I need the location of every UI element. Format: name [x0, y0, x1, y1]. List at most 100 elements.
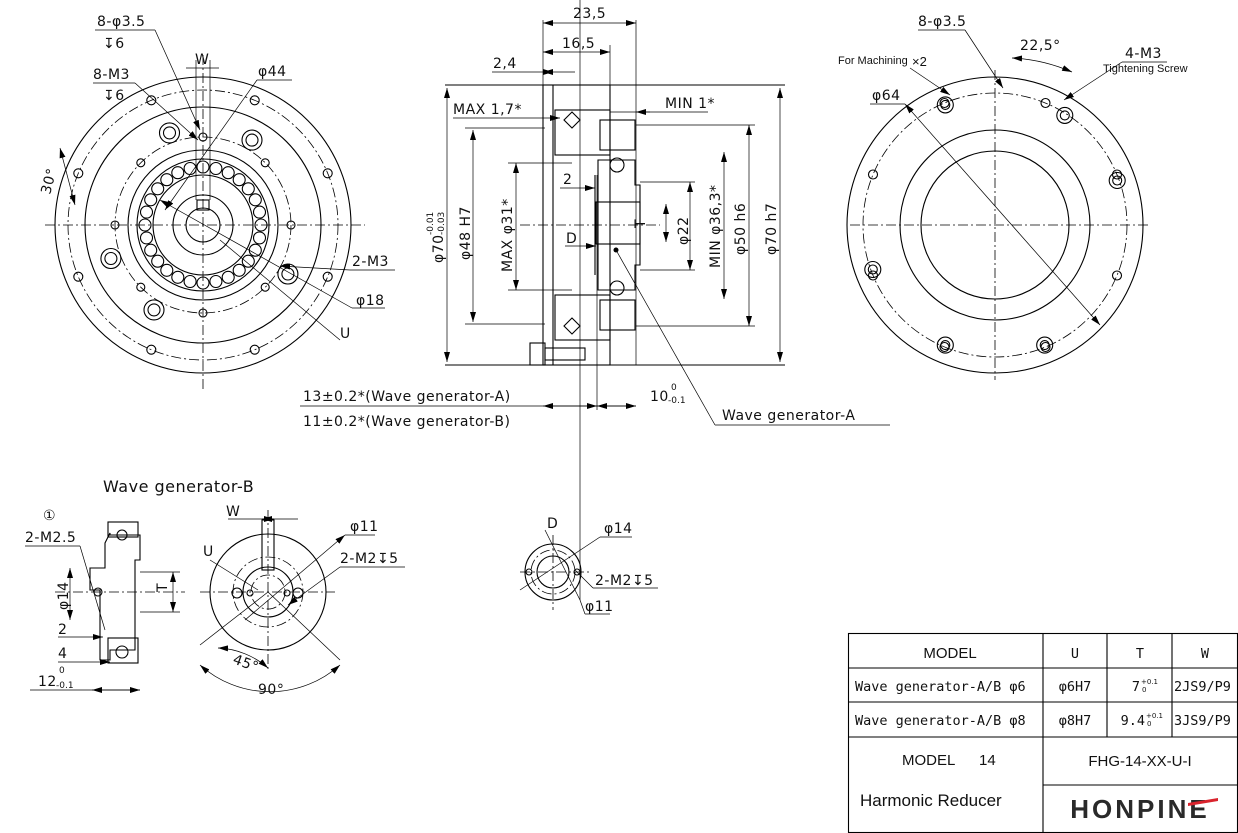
- counterbore-hole: [100, 247, 122, 270]
- bearing-ball: [160, 173, 174, 187]
- wave-generator-b-title: Wave generator-B: [103, 477, 254, 496]
- front-bore: φ18: [356, 293, 385, 309]
- wgb-dim-2: 2: [58, 622, 67, 638]
- dim-10-lower: -0.1: [668, 396, 686, 406]
- part-number: FHG-14-XX-U-I: [1088, 753, 1191, 770]
- bearing-ball: [232, 263, 246, 277]
- screw-head: [1056, 106, 1074, 124]
- wgb-dim-12-upper: 0: [59, 666, 65, 676]
- wgd-d11: φ11: [585, 599, 614, 615]
- bearing-ball: [232, 173, 246, 187]
- wave-generator-b-views: Wave generator-B ① 2-M2.5 φ14 T 2 4 12 0…: [25, 477, 405, 698]
- row-w: 3JS9/P9: [1174, 713, 1231, 729]
- dim-2: 2: [563, 172, 572, 188]
- row-t-upper: +0.1: [1146, 712, 1163, 720]
- title-block: MODEL U T W Wave generator-A/B φ6 φ6H7 7…: [847, 632, 1238, 833]
- rear-thread-callout: 4-M3: [1125, 46, 1162, 62]
- bearing-ball: [196, 276, 210, 290]
- mounting-hole: [146, 95, 157, 106]
- bearing-ball: [241, 254, 255, 268]
- bearing-ball: [139, 231, 154, 245]
- dim-70-h7: φ70 h7: [764, 203, 780, 255]
- row-model: Wave generator-A/B φ6: [855, 679, 1026, 695]
- bearing-ball: [248, 193, 262, 207]
- bearing-ball: [151, 182, 165, 196]
- front-hole-callout: 8-φ3.5: [97, 14, 145, 30]
- header-w: W: [1201, 646, 1210, 662]
- screw-head-inner: [940, 340, 951, 351]
- wgb-w: W: [226, 504, 240, 520]
- screw-head: [1036, 336, 1054, 354]
- dim-10: 10: [650, 389, 669, 405]
- tightening-screw-note: Tightening Screw: [1103, 63, 1188, 75]
- rear-view: 8-φ3.5 For Machining ×2 22,5° 4-M3 Tight…: [838, 14, 1188, 380]
- brand-logo-text: HONPINE: [1070, 794, 1209, 824]
- bearing-ball: [252, 231, 267, 245]
- front-pcd: φ44: [258, 64, 287, 80]
- wgb-d11: φ11: [350, 519, 379, 535]
- table-row: Wave generator-A/B φ6 φ6H7 7 +0.1 0 2JS9…: [855, 678, 1231, 695]
- counterbore-hole: [143, 299, 165, 321]
- threaded-hole: [260, 158, 270, 168]
- front-key-width: W: [195, 52, 209, 68]
- mounting-hole: [249, 95, 260, 106]
- bearing-ball: [183, 274, 197, 289]
- wave-generator-a-label: Wave generator-A: [722, 408, 855, 424]
- wgb-u: U: [203, 544, 214, 560]
- dim-50-h6: φ50 h6: [733, 203, 749, 255]
- dim-2-4: 2,4: [493, 56, 517, 72]
- wgd-d14: φ14: [604, 521, 633, 537]
- screw-head: [936, 336, 954, 354]
- dim-10-upper: 0: [671, 383, 677, 393]
- note-marker: ①: [43, 508, 56, 524]
- threaded-hole: [198, 308, 208, 318]
- threaded-hole: [110, 220, 120, 230]
- mounting-hole: [867, 169, 879, 180]
- length-wave-generator-b: 11±0.2*(Wave generator-B): [303, 414, 511, 430]
- for-machining-note: For Machining: [838, 55, 908, 67]
- header-t: T: [1136, 646, 1144, 662]
- mounting-hole: [1111, 270, 1123, 281]
- mounting-hole: [249, 344, 260, 355]
- row-t: 9.4: [1121, 713, 1145, 729]
- front-thread-callout: 8-M3: [93, 67, 130, 83]
- table-row: Wave generator-A/B φ8 φ8H7 9.4 +0.1 0 3J…: [855, 712, 1231, 729]
- bearing-ball: [241, 182, 255, 196]
- dim-max-1-7: MAX 1,7*: [453, 102, 522, 118]
- wgb-angle-45: 45°: [231, 652, 261, 676]
- rear-angle: 22,5°: [1020, 38, 1061, 54]
- dim-22: φ22: [676, 216, 692, 245]
- front-bore-label: U: [340, 326, 351, 342]
- wgd-d: D: [547, 516, 558, 532]
- dim-min-36-3: MIN φ36,3*: [708, 184, 724, 268]
- rear-hole-callout: 8-φ3.5: [918, 14, 966, 30]
- wgb-d14: φ14: [56, 581, 72, 610]
- section-view: 23,5 16,5 2,4 MAX 1,7* MIN 1* φ70 -0.01 …: [300, 6, 890, 430]
- bearing-ball: [221, 270, 235, 284]
- front-angle: 30°: [38, 166, 60, 196]
- row-t-lower: 0: [1147, 720, 1151, 728]
- bearing-ball: [209, 274, 223, 289]
- counterbore-hole-inner: [104, 251, 118, 266]
- wgb-angle-90: 90°: [258, 682, 284, 698]
- dim-t: T: [633, 219, 649, 229]
- honpine-logo: HONPINE: [1070, 794, 1218, 824]
- threaded-hole: [136, 282, 146, 292]
- row-t: 7: [1132, 679, 1140, 695]
- counterbore-hole: [158, 122, 181, 144]
- wgb-dim-4: 4: [58, 646, 67, 662]
- threaded-hole: [260, 282, 270, 292]
- threaded-hole: [198, 132, 208, 142]
- row-t-upper: +0.1: [1141, 678, 1158, 686]
- counterbore-hole: [241, 129, 263, 151]
- bearing-ball: [196, 160, 210, 174]
- counterbore-hole-inner: [162, 126, 177, 140]
- wgb-thread2: 2-M2↧5: [340, 551, 399, 567]
- bearing-ball: [252, 205, 267, 219]
- bearing-ball: [209, 161, 223, 176]
- row-w: 2JS9/P9: [1174, 679, 1231, 695]
- header-model: MODEL: [923, 645, 976, 662]
- screw-head-inner: [1112, 175, 1123, 186]
- bearing-ball: [254, 218, 268, 232]
